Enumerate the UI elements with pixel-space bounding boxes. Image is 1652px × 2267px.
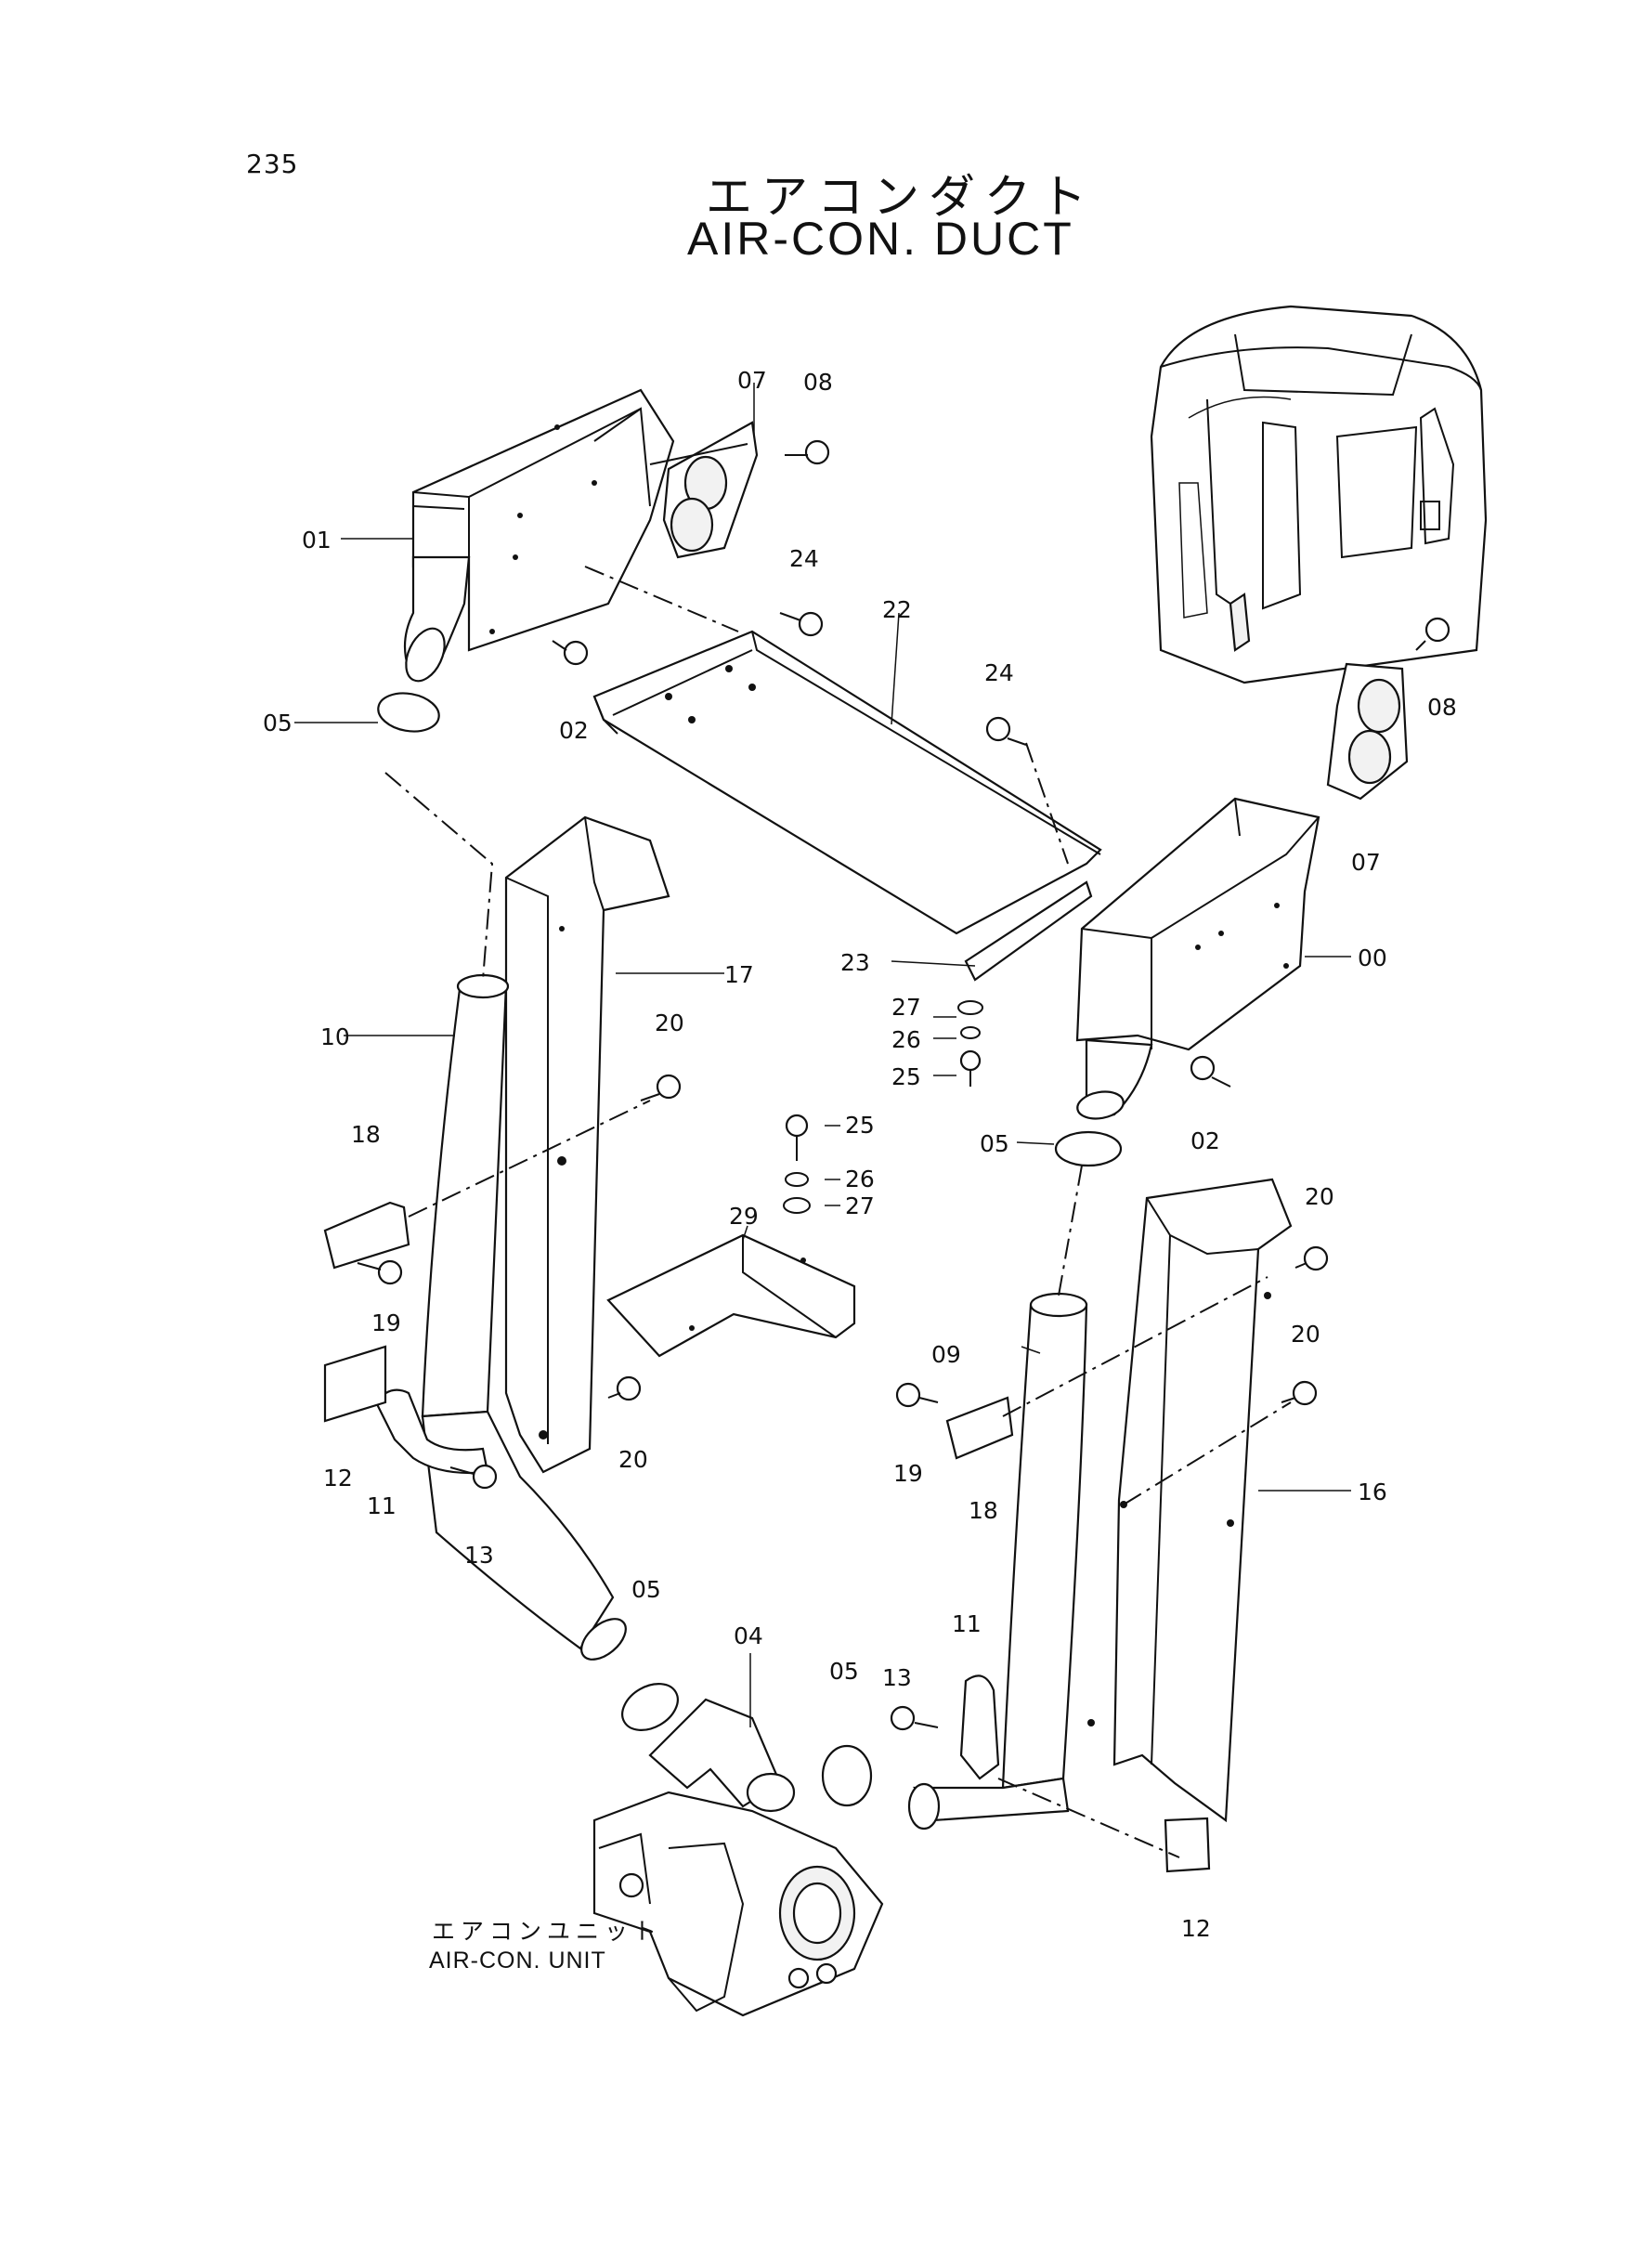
callout-05c: 05 [631, 1576, 661, 1603]
part-29-plate [606, 1233, 856, 1358]
callout-12a: 12 [323, 1465, 353, 1492]
bolt-13b [890, 1705, 939, 1731]
unit-label-japanese: エアコンユニット [432, 1918, 663, 1945]
title-japanese: エアコンダクト [706, 170, 1096, 224]
callout-20a: 20 [655, 1010, 684, 1036]
part-12-plate-left [323, 1345, 387, 1423]
bolt-08a [785, 439, 830, 465]
callout-24b: 24 [984, 659, 1014, 686]
callout-08a: 08 [803, 369, 833, 396]
callout-20b: 20 [618, 1446, 648, 1473]
part-18-bracket-left [323, 1201, 410, 1270]
part-17-left-cover [504, 815, 670, 1474]
callout-25a: 25 [891, 1063, 921, 1090]
bolt-02b [1190, 1055, 1231, 1088]
part-22-tray [592, 630, 1102, 935]
callout-12b: 12 [1181, 1915, 1211, 1942]
bolt-08b [1415, 617, 1450, 651]
callout-19a: 19 [371, 1309, 401, 1336]
callout-08b: 08 [1427, 694, 1457, 721]
callout-11b: 11 [952, 1610, 982, 1637]
part-12-plate-right [1164, 1817, 1211, 1873]
part-11-strap-left [374, 1388, 489, 1475]
callout-02b: 02 [1190, 1127, 1220, 1154]
callout-13b: 13 [882, 1664, 912, 1691]
callout-27b: 27 [845, 1192, 875, 1219]
callout-05a: 05 [263, 710, 293, 736]
bolt-24b [985, 716, 1027, 746]
callout-11a: 11 [367, 1492, 397, 1519]
unit-label-english: AIR-CON. UNIT [429, 1948, 606, 1974]
callout-16: 16 [1358, 1479, 1387, 1505]
part-05-clamp-d [821, 1744, 873, 1807]
callout-27a: 27 [891, 994, 921, 1021]
part-07-seal-left [662, 421, 759, 559]
callout-29: 29 [729, 1203, 759, 1230]
callout-10: 10 [320, 1023, 350, 1050]
callout-04: 04 [734, 1622, 763, 1649]
callout-18b: 18 [969, 1497, 998, 1524]
callout-26a: 26 [891, 1026, 921, 1053]
washer-26a [960, 1026, 981, 1039]
bolt-13a [449, 1464, 498, 1490]
callout-07b: 07 [1351, 849, 1381, 876]
callout-09: 09 [931, 1341, 961, 1368]
bolt-20d [1281, 1380, 1318, 1406]
part-01-left-upper-duct [403, 388, 675, 683]
part-18-bracket-right [945, 1396, 1014, 1460]
bolts [357, 439, 1450, 1731]
callout-23: 23 [840, 949, 870, 976]
bolt-19b [895, 1382, 939, 1408]
callout-05b: 05 [980, 1130, 1009, 1157]
callout-17: 17 [724, 961, 754, 988]
callout-01: 01 [302, 527, 332, 554]
part-04-elbow [648, 1698, 796, 1813]
screw-25b [785, 1114, 809, 1161]
callout-labels: 00 01 02 02 04 05 05 05 05 07 07 08 08 0… [263, 367, 1457, 1942]
callout-22: 22 [882, 596, 912, 623]
callout-20c: 20 [1305, 1183, 1334, 1210]
leader-lines [294, 383, 1351, 1727]
bolt-19a [357, 1259, 403, 1285]
washer-26b [785, 1172, 809, 1187]
bolt-24a [779, 611, 824, 637]
washer-27a [957, 1000, 983, 1015]
title-english: AIR-CON. DUCT [687, 213, 1074, 265]
page-number: 235 [246, 149, 299, 179]
bolt-02a [552, 640, 589, 666]
callout-26b: 26 [845, 1166, 875, 1192]
bolt-20b [607, 1375, 642, 1401]
callout-25b: 25 [845, 1112, 875, 1139]
bolt-20a [640, 1074, 682, 1101]
callout-00: 00 [1358, 945, 1387, 971]
part-05-clamp-c [621, 1683, 679, 1731]
callout-19b: 19 [893, 1460, 923, 1487]
part-00-right-upper-duct [1075, 797, 1320, 1120]
part-23-bracket [964, 880, 1093, 982]
air-con-unit [592, 1791, 884, 2017]
cab-illustration [1150, 305, 1488, 684]
part-09-right-pipe [907, 1292, 1088, 1831]
part-05-clamp-b [1054, 1130, 1123, 1167]
callout-05d: 05 [829, 1658, 859, 1685]
part-11-strap-right [959, 1674, 1000, 1780]
callout-13a: 13 [464, 1542, 494, 1569]
washer-27b [783, 1197, 811, 1214]
callout-24a: 24 [789, 545, 819, 572]
callout-18a: 18 [351, 1121, 381, 1148]
callout-02a: 02 [559, 717, 589, 744]
part-16-right-cover [1087, 1178, 1293, 1823]
screw-25a [959, 1049, 982, 1087]
bolt-20c [1294, 1245, 1329, 1271]
callout-20d: 20 [1291, 1321, 1320, 1348]
part-07-seal-right [1326, 662, 1409, 801]
assembly-lines [384, 443, 1292, 1858]
part-05-clamp-a [377, 692, 440, 733]
callout-07a: 07 [737, 367, 767, 394]
